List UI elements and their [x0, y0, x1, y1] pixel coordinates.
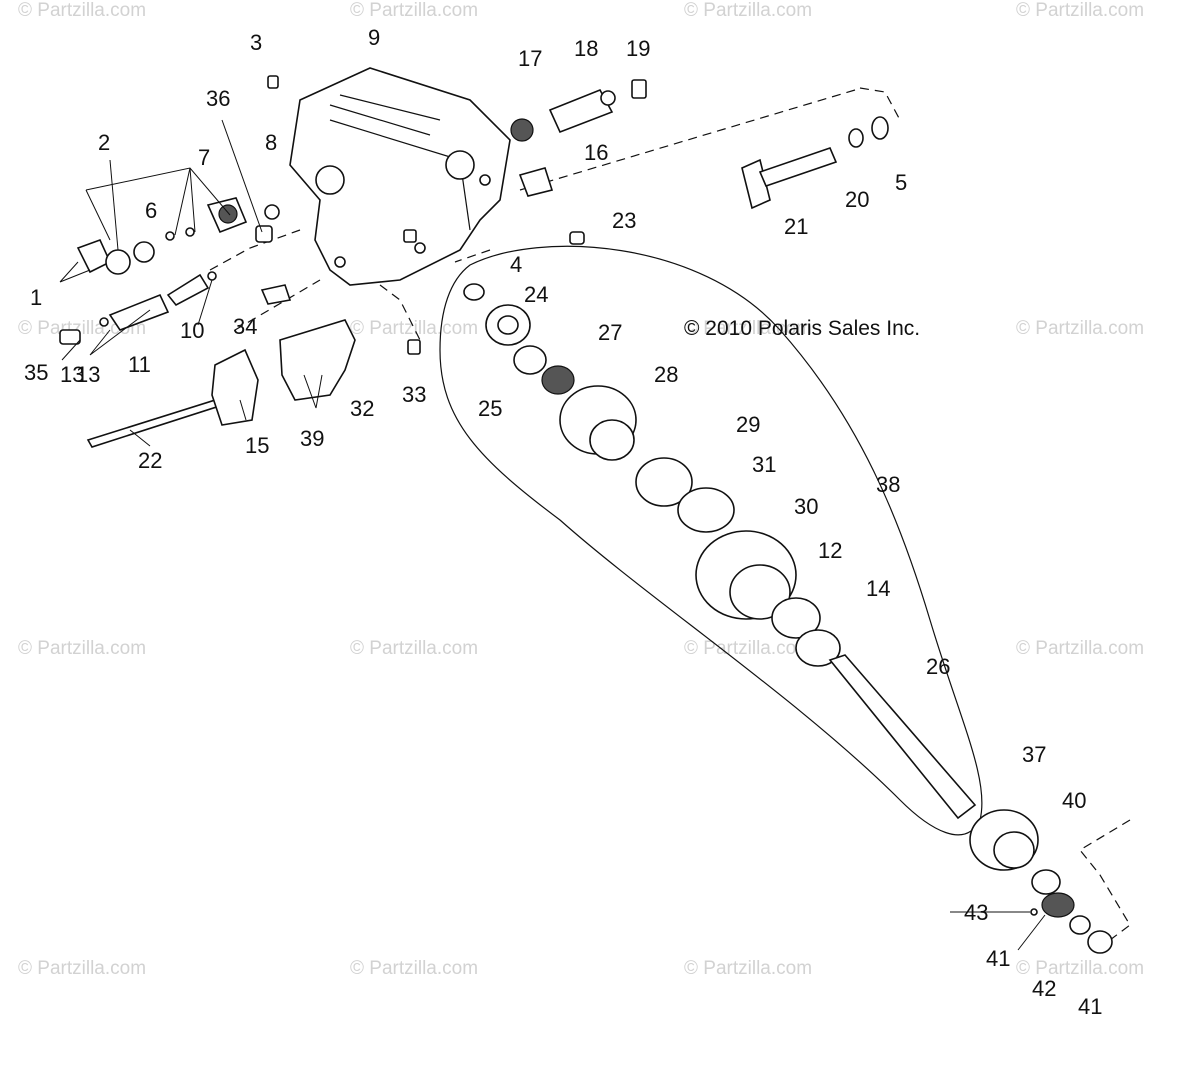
shift-fork-parts: [86, 319, 356, 448]
callout-3: 3: [250, 30, 262, 55]
watermark-text: © Partzilla.com: [1016, 638, 1144, 659]
callout-34: 34: [233, 314, 257, 339]
callout-41: 41: [1078, 994, 1102, 1019]
callout-42: 42: [1032, 976, 1056, 1001]
callout-26: 26: [926, 654, 950, 679]
callout-5: 5: [895, 170, 907, 195]
callout-41: 41: [986, 946, 1010, 971]
callout-36: 36: [206, 86, 230, 111]
callout-25: 25: [478, 396, 502, 421]
watermark-text: © Partzilla.com: [1016, 0, 1144, 21]
callout-22: 22: [138, 448, 162, 473]
callout-16: 16: [584, 140, 608, 165]
copyright-notice: © 2010 Polaris Sales Inc.: [684, 317, 920, 340]
callout-32: 32: [350, 396, 374, 421]
callout-6: 6: [145, 198, 157, 223]
callout-40: 40: [1062, 788, 1086, 813]
callout-27: 27: [598, 320, 622, 345]
callout-31: 31: [752, 452, 776, 477]
callout-14: 14: [866, 576, 890, 601]
watermark-text: © Partzilla.com: [350, 958, 478, 979]
callout-29: 29: [736, 412, 760, 437]
callout-19: 19: [626, 36, 650, 61]
main-shaft-train: [463, 283, 1113, 954]
callout-20: 20: [845, 187, 869, 212]
shift-parts-left: [59, 75, 585, 355]
callout-13: 13: [76, 362, 100, 387]
callout-23: 23: [612, 208, 636, 233]
callout-15: 15: [245, 433, 269, 458]
watermark-text: © Partzilla.com: [1016, 958, 1144, 979]
callout-1: 1: [30, 285, 42, 310]
callout-18: 18: [574, 36, 598, 61]
watermark-text: © Partzilla.com: [350, 0, 478, 21]
callout-35: 35: [24, 360, 48, 385]
callout-2: 2: [98, 130, 110, 155]
callout-43: 43: [964, 900, 988, 925]
leader-lines: [59, 119, 1046, 951]
callout-11: 11: [128, 352, 151, 377]
watermark-text: © Partzilla.com: [18, 0, 146, 21]
callout-13: 13: [60, 362, 84, 387]
watermark-text: © Partzilla.com: [684, 0, 812, 21]
callout-9: 9: [368, 25, 380, 50]
callout-21: 21: [784, 214, 808, 239]
callout-28: 28: [654, 362, 678, 387]
callout-39: 39: [300, 426, 324, 451]
watermark-text: © Partzilla.com: [18, 958, 146, 979]
watermark-group: © Partzilla.com © Partzilla.com © Partzill…: [18, 0, 1144, 979]
callout-38: 38: [876, 472, 900, 497]
callout-33: 33: [402, 382, 426, 407]
assembly-dashed-lines: [209, 87, 1131, 941]
callout-44: 44: [0, 0, 24, 5]
watermark-text: © Partzilla.com: [684, 958, 812, 979]
watermark-text: © Partzilla.com: [18, 318, 146, 339]
callout-30: 30: [794, 494, 818, 519]
callout-4: 4: [510, 252, 522, 277]
callout-10: 10: [180, 318, 204, 343]
housing-cover: [289, 67, 511, 286]
watermark-text: © Partzilla.com: [18, 638, 146, 659]
callout-17: 17: [518, 46, 542, 71]
watermark-text: © Partzilla.com: [350, 318, 478, 339]
watermark-text: © Partzilla.com: [1016, 318, 1144, 339]
watermark-text: © Partzilla.com: [684, 318, 812, 339]
callout-12: 12: [818, 538, 842, 563]
callout-24: 24: [524, 282, 548, 307]
callout-37: 37: [1022, 742, 1046, 767]
callout-7: 7: [198, 145, 210, 170]
watermark-text: © Partzilla.com: [684, 638, 812, 659]
watermark-text: © Partzilla.com: [350, 638, 478, 659]
group-39-outline: [439, 245, 983, 836]
top-right-parts: [510, 79, 889, 210]
callout-8: 8: [265, 130, 277, 155]
